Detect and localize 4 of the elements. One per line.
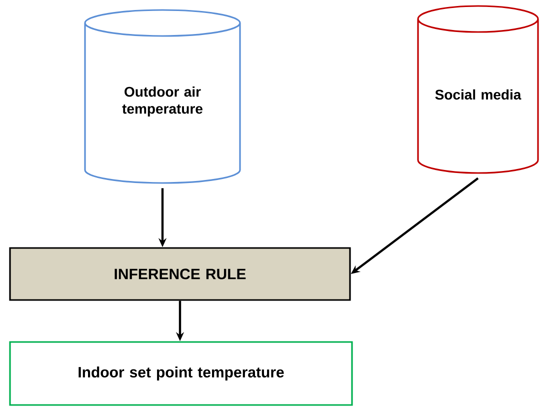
database-cylinder: Outdoor air temperature: [84, 9, 241, 184]
database-cylinder: Social media: [417, 5, 539, 174]
output-box: Indoor set point temperature: [9, 341, 353, 406]
process-box: INFERENCE RULE: [9, 247, 351, 301]
